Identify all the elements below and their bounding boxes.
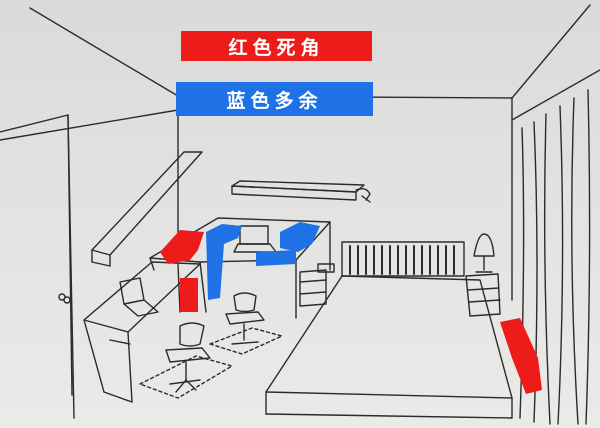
table-lamp	[473, 233, 495, 273]
blue-banner-bg	[176, 82, 373, 116]
red-banner-bg	[181, 31, 372, 61]
wall-shelf-left	[91, 151, 203, 267]
rug-back	[209, 327, 283, 355]
dead-corner-under-desk	[180, 278, 198, 312]
desk-chair-front	[165, 322, 211, 393]
excess-desk-right-wing	[280, 222, 320, 252]
excess-space-highlights	[206, 222, 320, 300]
wall-shelf-center	[231, 180, 371, 203]
excess-desk-left-wing	[206, 224, 242, 300]
dead-corner-highlights	[160, 230, 542, 394]
left-door	[0, 114, 75, 419]
excess-space-label: 蓝色多余	[226, 89, 323, 112]
dead-corner-shelf-end	[160, 230, 204, 264]
desk-chair-back	[225, 292, 265, 345]
dead-corner-bed-side	[500, 318, 542, 394]
rug-front	[139, 355, 233, 399]
excess-desk-middle	[256, 250, 296, 266]
bed	[265, 241, 513, 419]
cabinet-center	[299, 263, 335, 307]
dead-corner-label: 红色死角	[228, 36, 325, 59]
desk-left	[83, 261, 201, 403]
nightstand	[465, 273, 501, 317]
